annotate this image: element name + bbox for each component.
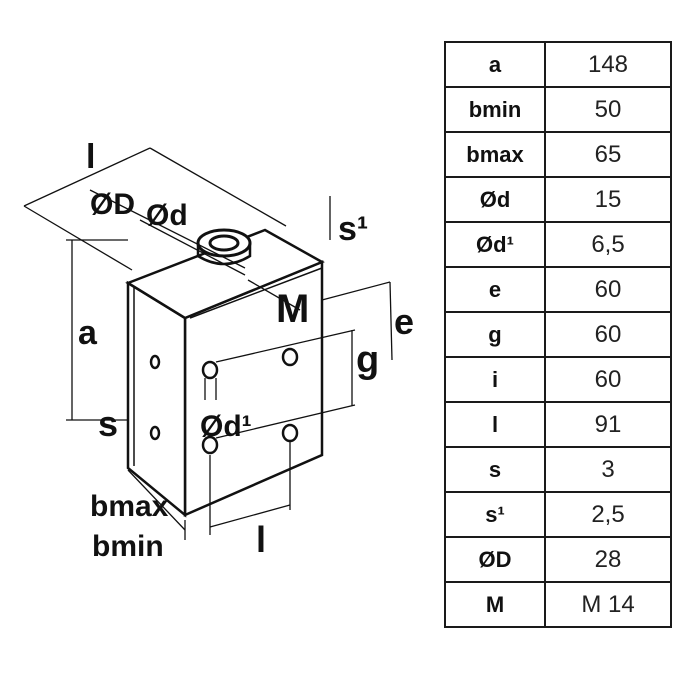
- spec-value: 91: [544, 401, 672, 448]
- spec-key: ØD: [444, 536, 546, 583]
- label-D: ØD: [90, 188, 135, 221]
- nut: [208, 234, 240, 252]
- spec-value: M 14: [544, 581, 672, 628]
- spec-value: 2,5: [544, 491, 672, 538]
- label-e: e: [394, 301, 414, 342]
- spec-value: 60: [544, 356, 672, 403]
- spec-key: Ød: [444, 176, 546, 223]
- spec-key: e: [444, 266, 546, 313]
- hole-top-left: [201, 360, 219, 380]
- spec-key: i: [444, 356, 546, 403]
- technical-drawing: l ØD Ød s¹ M e a g Ød¹ s bmax bmin l: [23, 138, 414, 563]
- spec-key: Ød¹: [444, 221, 546, 268]
- label-s1: s¹: [338, 210, 368, 248]
- label-bmin: bmin: [92, 530, 164, 563]
- spec-key: bmax: [444, 131, 546, 178]
- spec-key: g: [444, 311, 546, 358]
- side-hole-top: [149, 354, 161, 370]
- label-bmax: bmax: [90, 490, 169, 523]
- spec-value: 60: [544, 266, 672, 313]
- spec-key: a: [444, 41, 546, 88]
- label-d: Ød: [146, 199, 188, 232]
- spec-key: l: [444, 401, 546, 448]
- label-l-bottom: l: [256, 519, 266, 560]
- spec-key: M: [444, 581, 546, 628]
- hole-top-right: [281, 347, 299, 367]
- spec-key: s¹: [444, 491, 546, 538]
- spec-key: s: [444, 446, 546, 493]
- spec-value: 60: [544, 311, 672, 358]
- spec-value: 50: [544, 86, 672, 133]
- side-hole-bottom: [149, 425, 161, 441]
- hole-bottom-left: [201, 435, 219, 455]
- label-M: M: [276, 287, 309, 331]
- spec-value: 28: [544, 536, 672, 583]
- label-g: g: [356, 339, 379, 381]
- spec-value: 15: [544, 176, 672, 223]
- spec-value: 65: [544, 131, 672, 178]
- label-d1: Ød¹: [200, 410, 252, 443]
- spec-value: 3: [544, 446, 672, 493]
- label-s: s: [98, 403, 118, 444]
- side-face: [126, 280, 187, 518]
- spec-value: 6,5: [544, 221, 672, 268]
- label-a: a: [78, 314, 98, 352]
- spec-value: 148: [544, 41, 672, 88]
- spec-key: bmin: [444, 86, 546, 133]
- label-l-top: l: [86, 138, 95, 176]
